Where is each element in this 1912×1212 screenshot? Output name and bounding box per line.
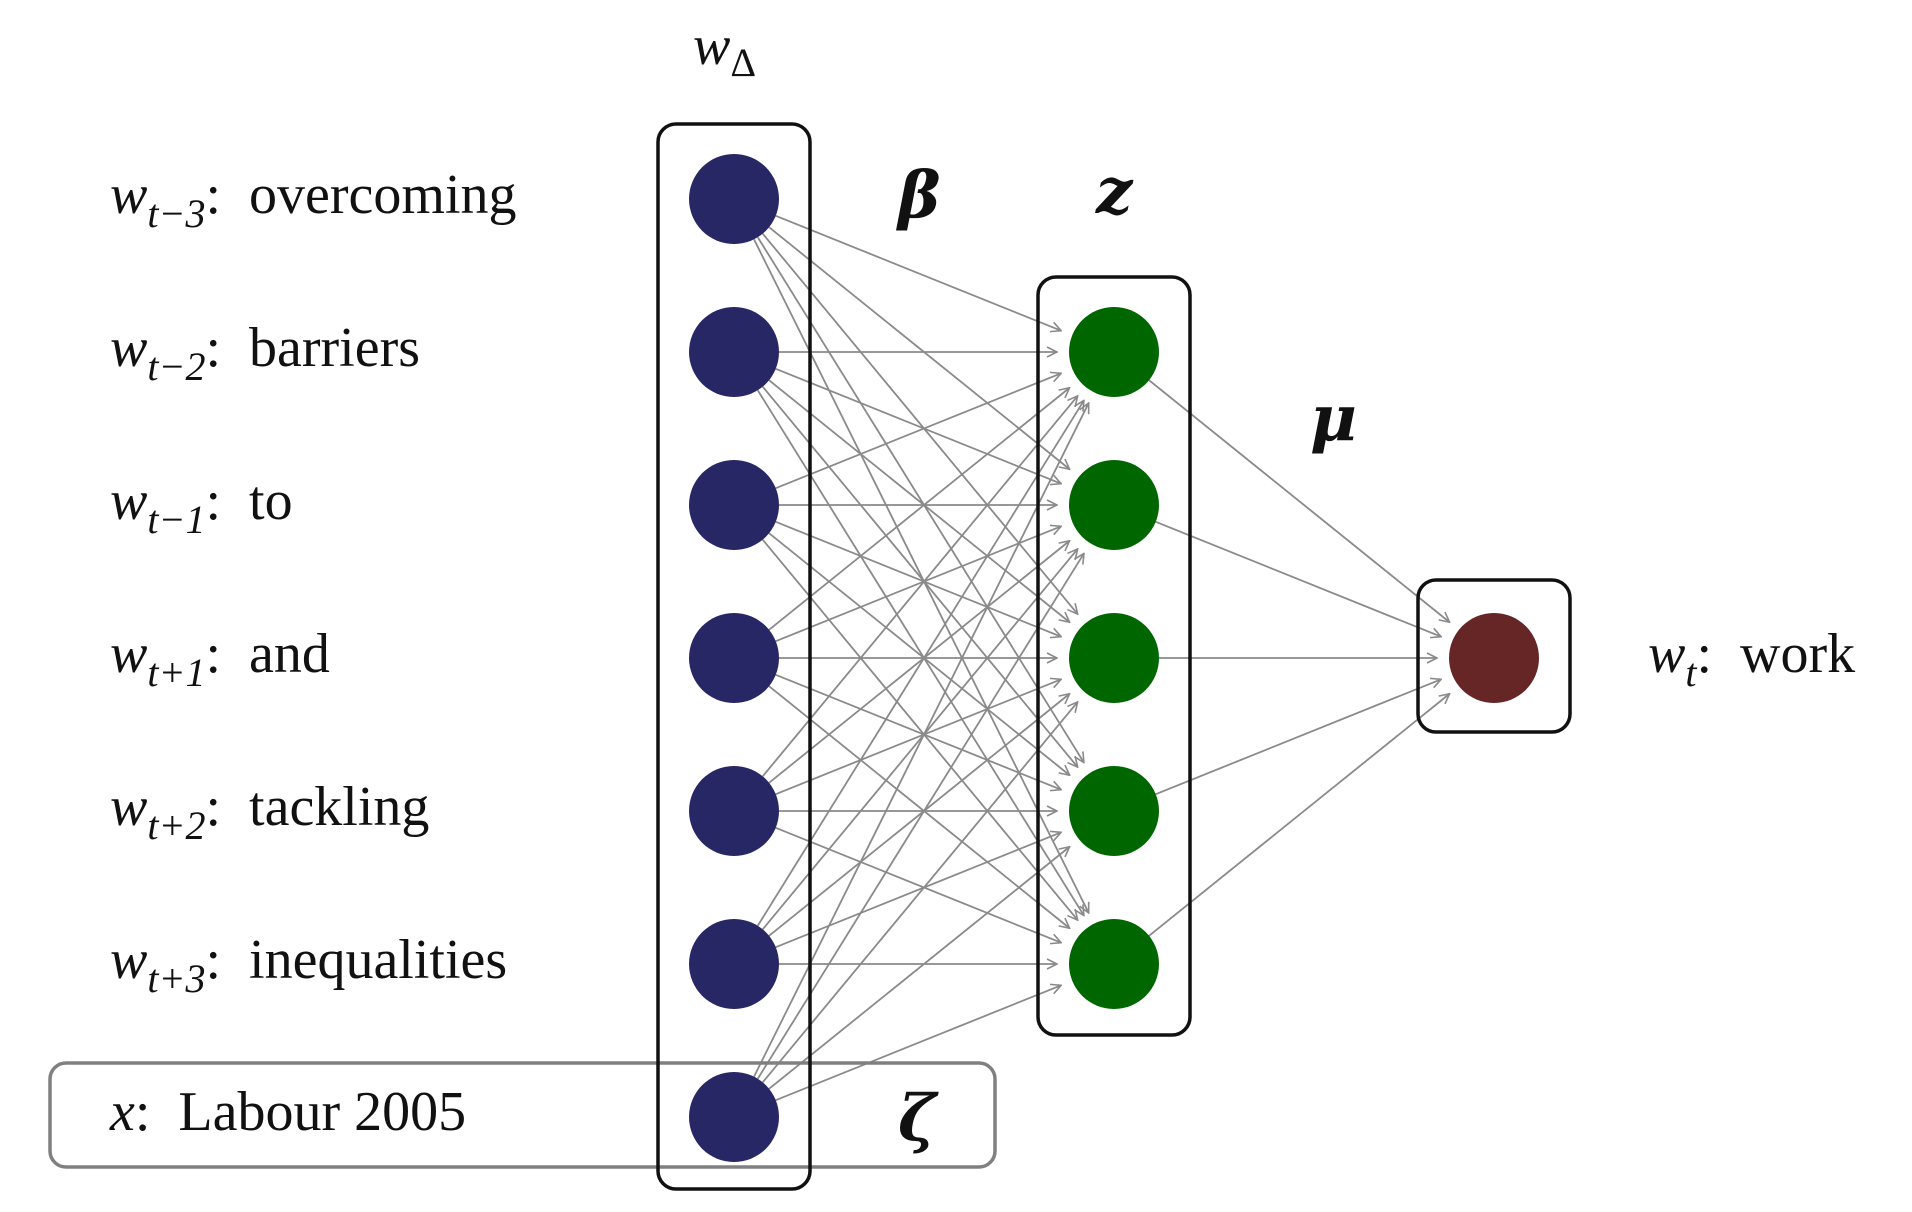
edge-input-2-hidden-0 — [775, 373, 1061, 490]
input-label-2-colon: : — [205, 470, 249, 532]
input-label-5-colon: : — [205, 929, 249, 991]
input-label-1: wt−2: barriers — [110, 317, 420, 389]
edge-hidden-0-output — [1148, 379, 1450, 622]
input-node-0 — [689, 154, 779, 244]
input-label-0: wt−3: overcoming — [110, 164, 517, 236]
context-label-var: x — [109, 1081, 135, 1143]
edge-input-6-hidden-3 — [768, 847, 1070, 1090]
output-label-word: work — [1740, 623, 1855, 685]
input-label-4-sub: t+2 — [147, 803, 205, 848]
input-label-4-word: tackling — [249, 776, 429, 838]
input-label-2-word: to — [249, 470, 293, 532]
edge-input-1-hidden-1 — [775, 367, 1061, 484]
edge-input-4-hidden-4 — [775, 826, 1061, 943]
input-label-1-var: w — [110, 317, 147, 379]
input-label-5-word: inequalities — [249, 929, 507, 991]
edge-input-2-hidden-4 — [762, 539, 1078, 920]
input-node-4 — [689, 766, 779, 856]
edge-hidden-3-output — [1155, 679, 1441, 796]
input-label-1-colon: : — [205, 317, 249, 379]
edge-input-6-hidden-1 — [756, 553, 1084, 1080]
input-label-0-word: overcoming — [249, 164, 516, 226]
input-node-6 — [689, 1072, 779, 1162]
mu-label: μ — [1310, 381, 1357, 456]
nodes — [689, 154, 1539, 1162]
input-label-4-var: w — [110, 776, 147, 838]
input-label-4: wt+2: tackling — [110, 776, 429, 848]
input-label-2-sub: t−1 — [147, 497, 205, 542]
input-node-1 — [689, 307, 779, 397]
edge-hidden-4-output — [1148, 694, 1450, 937]
connection-edges — [753, 214, 1450, 1102]
edge-input-4-hidden-1 — [768, 541, 1070, 784]
edge-input-5-hidden-0 — [756, 400, 1084, 927]
zeta-label: ζ — [898, 1081, 939, 1156]
hidden-node-4 — [1069, 919, 1159, 1009]
input-label-3: wt+1: and — [110, 623, 330, 695]
edge-input-1-hidden-4 — [756, 389, 1084, 915]
input-layer-label: wΔ — [693, 15, 756, 85]
context-label-colon: : — [135, 1081, 179, 1143]
input-node-5 — [689, 919, 779, 1009]
output-label-var: w — [1648, 623, 1685, 685]
edge-input-4-hidden-2 — [775, 679, 1061, 796]
edge-input-3-hidden-3 — [775, 673, 1061, 790]
hidden-node-2 — [1069, 613, 1159, 703]
context-label: x: Labour 2005 — [109, 1081, 466, 1143]
output-node — [1449, 613, 1539, 703]
input-layer-box — [656, 122, 812, 1191]
output-label-sub: t — [1685, 650, 1697, 695]
edge-input-6-hidden-2 — [762, 702, 1078, 1083]
input-label-3-colon: : — [205, 623, 249, 685]
edge-input-5-hidden-1 — [762, 549, 1078, 930]
input-label-4-colon: : — [205, 776, 249, 838]
edge-input-4-hidden-0 — [762, 396, 1078, 777]
edge-input-5-hidden-2 — [768, 694, 1070, 937]
edge-input-6-hidden-4 — [775, 985, 1061, 1102]
hidden-node-0 — [1069, 307, 1159, 397]
input-label-3-var: w — [110, 623, 147, 685]
input-node-3 — [689, 613, 779, 703]
input-label-0-colon: : — [205, 164, 249, 226]
edge-input-2-hidden-2 — [775, 520, 1061, 637]
edge-input-5-hidden-3 — [775, 832, 1061, 949]
hidden-node-1 — [1069, 460, 1159, 550]
input-label-5-var: w — [110, 929, 147, 991]
z-label: z — [1095, 154, 1134, 229]
input-label-1-sub: t−2 — [147, 344, 205, 389]
hidden-layer-box — [1036, 275, 1192, 1037]
edge-hidden-1-output — [1155, 520, 1441, 637]
hidden-node-3 — [1069, 766, 1159, 856]
input-label-5-sub: t+3 — [147, 956, 205, 1001]
edge-input-3-hidden-0 — [768, 388, 1070, 631]
input-label-3-sub: t+1 — [147, 650, 205, 695]
input-label-5: wt+3: inequalities — [110, 929, 507, 1001]
edge-input-0-hidden-3 — [756, 236, 1084, 762]
input-label-2-var: w — [110, 470, 147, 532]
input-label-1-word: barriers — [249, 317, 420, 379]
input-node-2 — [689, 460, 779, 550]
edge-input-3-hidden-1 — [775, 526, 1061, 643]
input-label-3-word: and — [249, 623, 330, 685]
beta-label: β — [896, 158, 941, 233]
edge-input-0-hidden-2 — [762, 233, 1078, 614]
output-label: wt: work — [1648, 623, 1855, 695]
edge-input-0-hidden-1 — [768, 226, 1070, 469]
edge-input-1-hidden-3 — [762, 386, 1078, 767]
input-label-0-sub: t−3 — [147, 191, 205, 236]
output-layer-box — [1416, 578, 1572, 734]
input-label-2: wt−1: to — [110, 470, 293, 542]
output-label-colon: : — [1696, 623, 1740, 685]
context-label-word: Labour 2005 — [178, 1081, 466, 1143]
context-box — [48, 1061, 997, 1169]
edge-input-0-hidden-0 — [775, 214, 1061, 331]
input-label-0-var: w — [110, 164, 147, 226]
